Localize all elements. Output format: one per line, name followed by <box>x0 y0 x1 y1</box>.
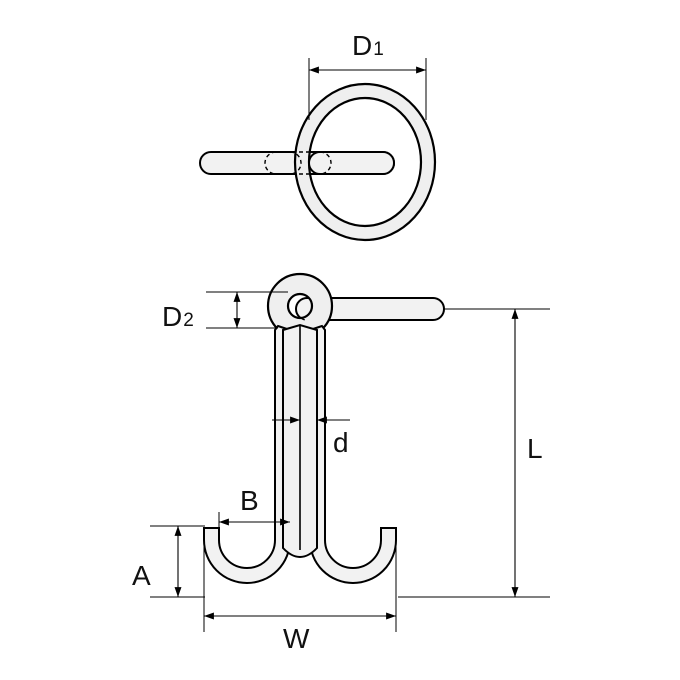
dimension-d: d <box>272 416 350 458</box>
label-d: d <box>333 427 349 458</box>
label-a: A <box>132 560 151 591</box>
dimension-a: A <box>132 525 205 598</box>
label-d2: D2 <box>162 301 194 332</box>
label-d1: D1 <box>352 30 384 61</box>
top-view-ring <box>293 82 437 242</box>
top-view-rod-inner <box>308 151 395 175</box>
label-l: L <box>527 433 543 464</box>
dimension-w: W <box>203 545 397 654</box>
top-view <box>199 82 437 242</box>
label-b: B <box>240 485 259 516</box>
dimension-d2: D2 <box>162 291 288 332</box>
top-view-hidden-lines <box>264 151 332 175</box>
dimension-d1: D1 <box>308 30 427 120</box>
front-view-double-hook <box>203 324 291 584</box>
dimension-b: B <box>218 485 290 528</box>
dimension-l: L <box>398 308 550 598</box>
label-w: W <box>283 623 310 654</box>
front-view <box>203 272 445 584</box>
